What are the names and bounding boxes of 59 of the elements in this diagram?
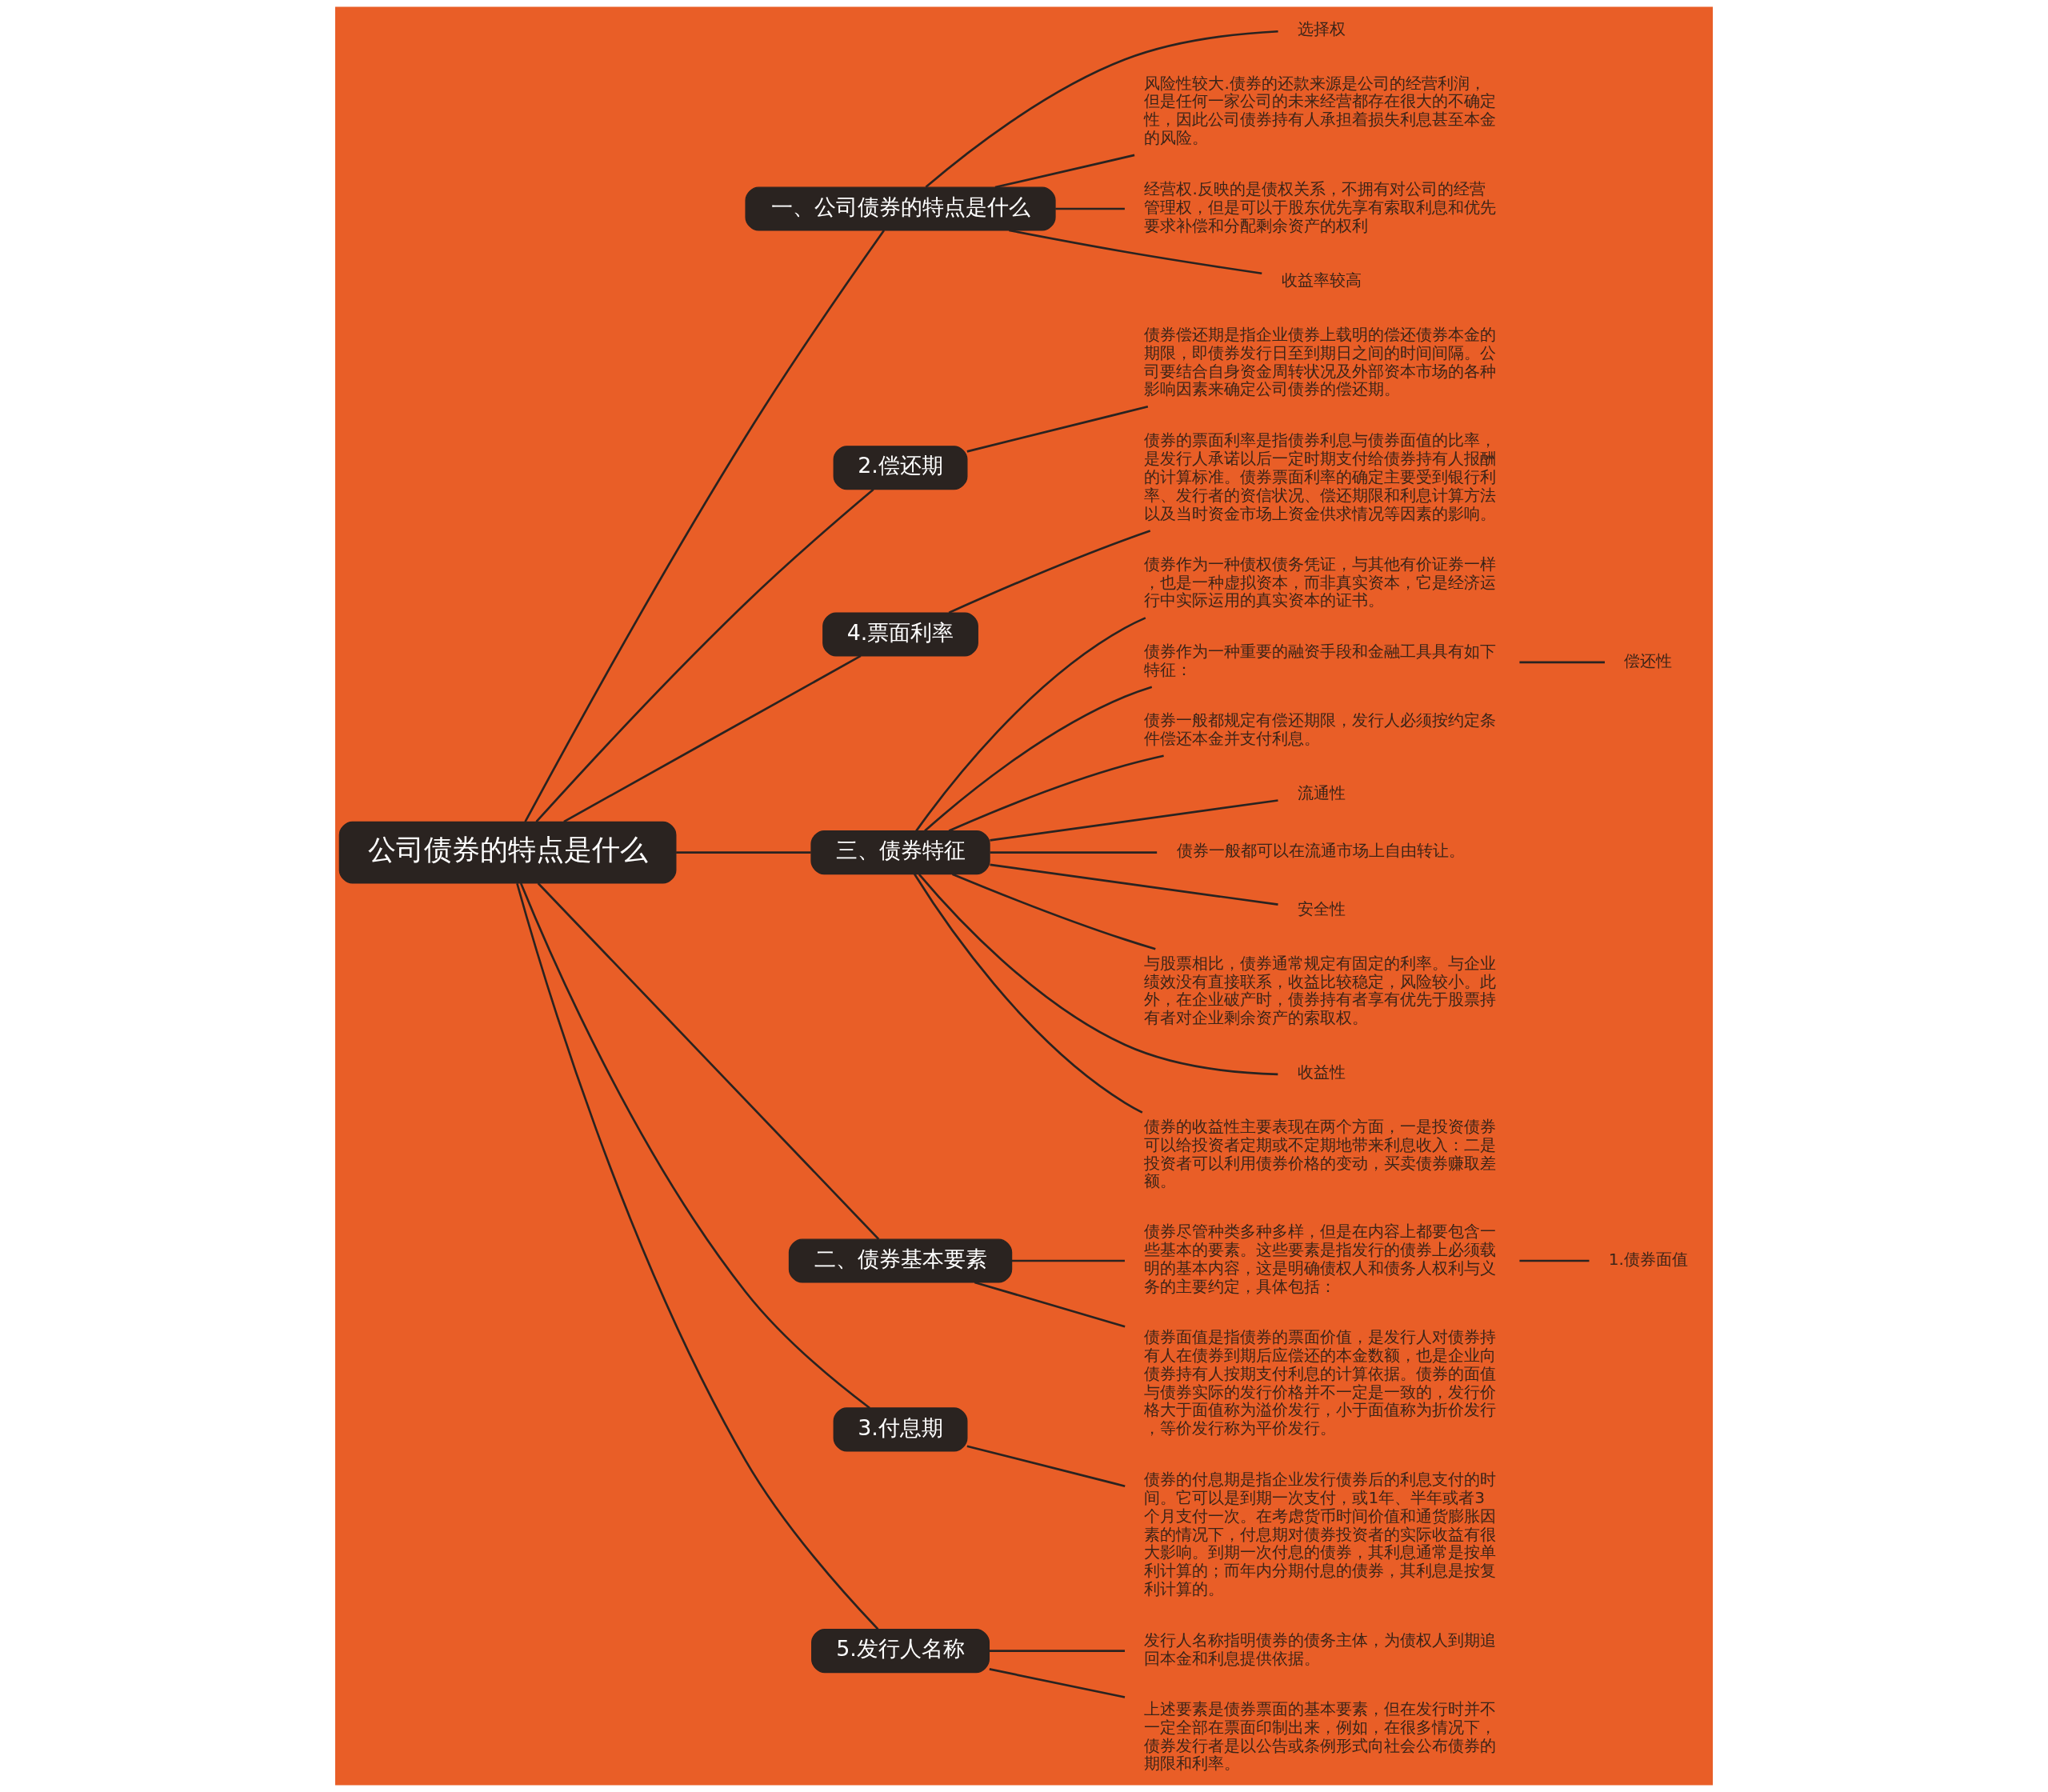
connector [918, 873, 1278, 1076]
node-box: 三、债券特征 [810, 830, 990, 875]
node-text: 债券一般都可以在流通市场上自由转让。 [1176, 841, 1465, 861]
node-text: 债券偿还期是指企业债券上载明的偿还债券本金的期限，即债券发行日至到期日之间的时间间隔。公司要结合自身资金周转状况及外部资本市场的各种影响因素来确定公司债券的偿还期。 [1144, 324, 1497, 399]
connector [913, 873, 1143, 1114]
node-text: 1.债券面值 [1608, 1249, 1688, 1269]
node-text: 安全性 [1297, 898, 1346, 918]
connector [516, 882, 879, 1630]
node-text: 收益率较高 [1281, 270, 1362, 290]
connector [1519, 661, 1605, 664]
connector [563, 654, 862, 823]
connector [990, 851, 1158, 854]
connector [966, 1445, 1126, 1488]
connector [924, 686, 1153, 832]
connector [974, 1281, 1126, 1328]
node-text: 债券作为一种重要的融资手段和金融工具具有如下特征： [1144, 642, 1497, 679]
node-box: 2.偿还期 [833, 446, 968, 490]
node-text: 债券的付息期是指企业发行债券后的利息支付的时间。它可以是到期一次支付，或1年、半年或者3个月支付一次。在考虑货币时间价值和通货膨胀因素的情况下，付息期对债券投资者的实际收益有很大影响。到期一次付息的债券，其利息通常是按单利计算的；而年内分期付息的债券，其利息是按复利计算的。 [1144, 1470, 1497, 1599]
node-box: 3.付息期 [833, 1407, 968, 1452]
node-box: 4.票面利率 [822, 612, 978, 657]
connector [524, 230, 886, 822]
node-box: 公司债券的特点是什么 [338, 821, 677, 884]
node-box: 一、公司债券的特点是什么 [745, 186, 1056, 231]
node-text: 选择权 [1297, 18, 1346, 38]
connector [1055, 207, 1125, 210]
node-box: 二、债券基本要素 [788, 1238, 1013, 1283]
node-text: 流通性 [1297, 782, 1346, 802]
node-text: 债券作为一种债权债务凭证，与其他有价证券一样，也是一种虚拟资本，而非真实资本，它是经济运行中实际运用的真实资本的证书。 [1144, 554, 1497, 610]
connector [676, 851, 811, 854]
node-text: 偿还性 [1624, 650, 1673, 670]
node-text: 发行人名称指明债券的债务主体，为债权人到期追回本金和利息提供依据。 [1144, 1630, 1497, 1668]
node-text: 债券的票面利率是指债券利息与债券面值的比率，是发行人承诺以后一定时期支付给债券持有人报酬的计算标准。债券票面利率的确定主要受到银行利率、发行者的资信状况、偿还期限和利息计算方法以及当时资金市场上资金供求情况等因素的影响。 [1144, 430, 1497, 523]
node-text: 上述要素是债券票面的基本要素，但在发行时并不一定全部在票面印制出来，例如，在很多情况下，债券发行者是以公告或条例形式向社会公布债券的期限和利率。 [1144, 1698, 1497, 1774]
node-text: 风险性较大.债券的还款来源是公司的经营利润，但是任何一家公司的未来经营都存在很大的不确定性，因此公司债券持有人承担着损失利息甚至本金的风险。 [1144, 73, 1497, 148]
connector [990, 799, 1278, 842]
node-text: 收益性 [1297, 1062, 1346, 1082]
node-text: 债券尽管种类多种多样，但是在内容上都要包含一些基本的要素。这些要素是指发行的债券上必须载明的基本内容，这是明确债权人和债务人权利与义务的主要约定，具体包括： [1144, 1222, 1497, 1296]
connector [925, 30, 1278, 188]
connector [989, 1668, 1126, 1698]
node-box: 5.发行人名称 [811, 1629, 990, 1674]
connector [535, 488, 874, 823]
node-text: 债券的收益性主要表现在两个方面，一是投资债券可以给投资者定期或不定期地带来利息收入：二是投资者可以利用债券价格的变动，买卖债券赚取差额。 [1144, 1116, 1497, 1191]
connector [994, 154, 1135, 189]
connector [537, 882, 880, 1240]
connector [989, 1650, 1125, 1652]
connector [952, 873, 1156, 950]
node-text: 与股票相比，债券通常规定有固定的利率。与企业绩效没有直接联系，收益比较稳定，风险较小。此外，在企业破产时，债券持有者享有优先于股票持有者对企业剩余资产的索取权。 [1144, 953, 1497, 1028]
node-text: 经营权.反映的是债权关系，不拥有对公司的经营管理权，但是可以于股东优先享有索取利息和优先要求补偿和分配剩余资产的权利 [1144, 178, 1497, 235]
connector [1519, 1259, 1590, 1262]
connector [519, 882, 870, 1410]
connector [915, 617, 1146, 832]
connector [966, 405, 1149, 453]
node-text: 债券面值是指债券的票面价值，是发行人对债券持有人在债券到期后应偿还的本金数额，也是企业向债券持有人按期支付利息的计算依据。债券的面值与债券实际的发行价格并不一定是一致的，发行价格大于面值称为溢价发行，小于面值称为折价发行，等价发行称为平价发行。 [1144, 1327, 1497, 1438]
connector [948, 530, 1151, 614]
connector [1009, 229, 1262, 275]
connector [948, 754, 1164, 832]
connector [990, 863, 1278, 906]
node-text: 债券一般都规定有偿还期限，发行人必须按约定条件偿还本金并支付利息。 [1144, 710, 1497, 748]
connector [1011, 1259, 1125, 1262]
